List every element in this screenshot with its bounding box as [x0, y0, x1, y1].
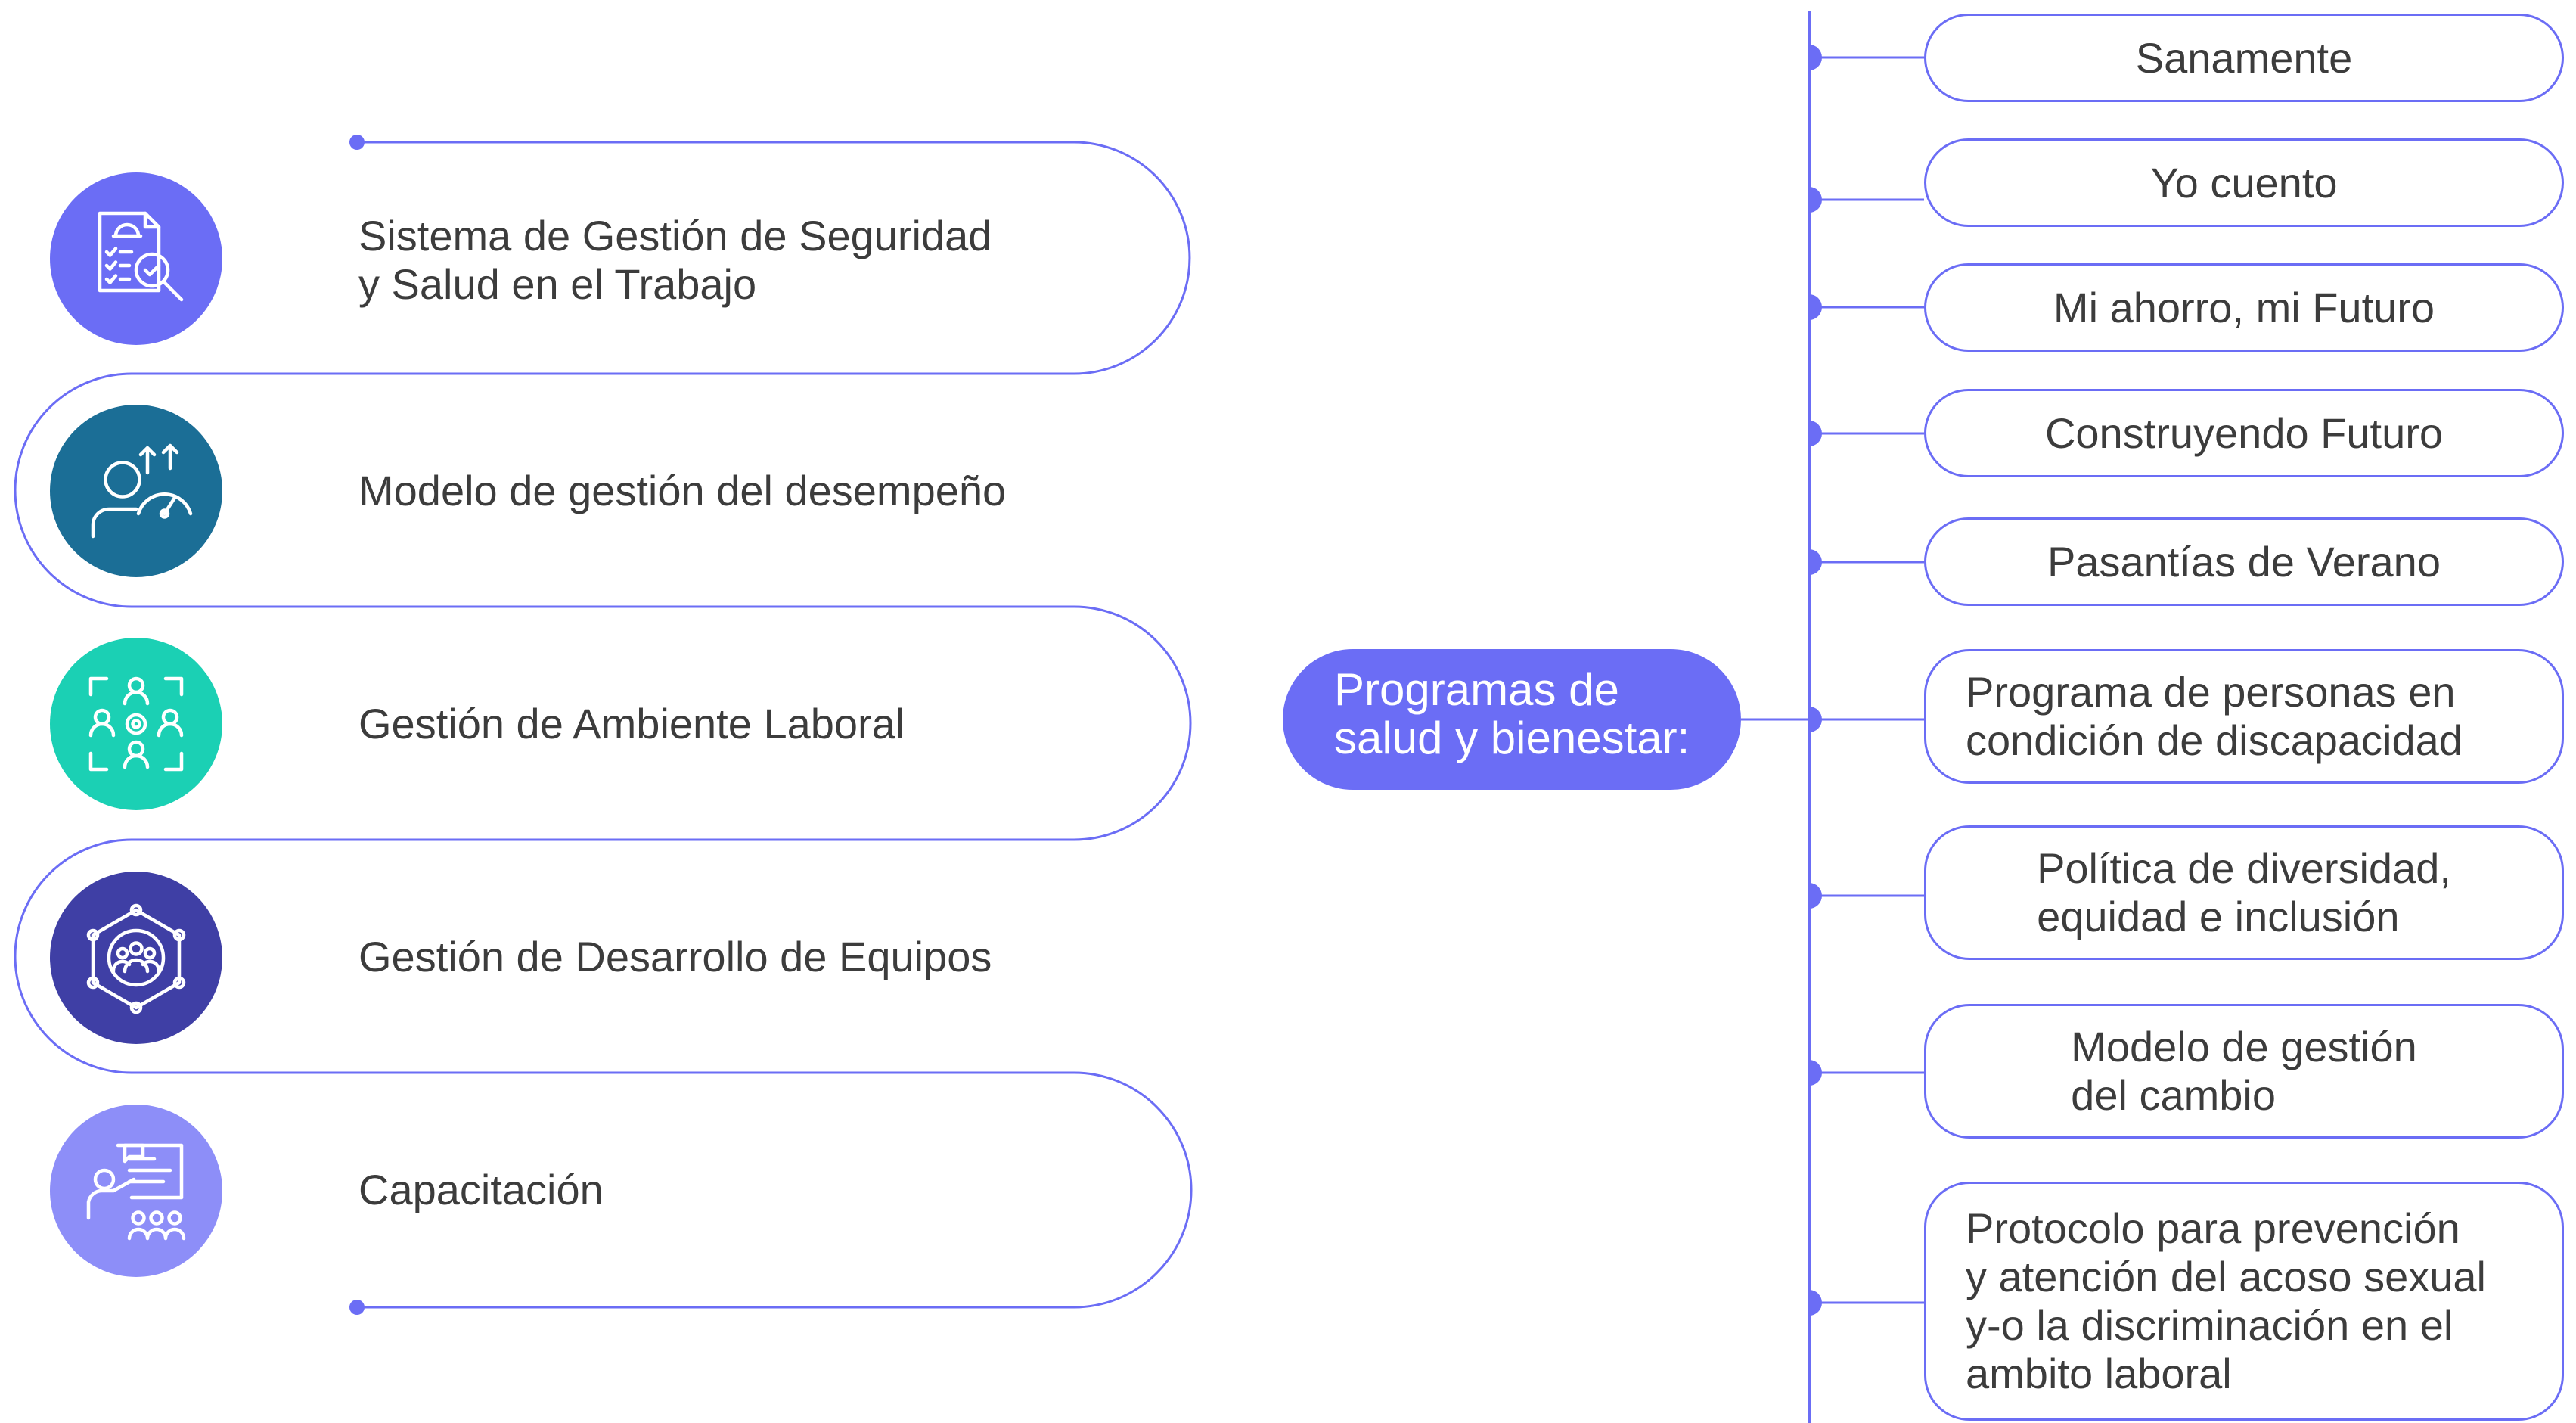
program-box: Protocolo para prevención y atención del…	[1924, 1182, 2564, 1421]
serpentine-start-dot	[349, 135, 365, 150]
program-label: Modelo de gestión del cambio	[2071, 1023, 2417, 1119]
program-label: Construyendo Futuro	[2044, 409, 2444, 457]
program-label: Mi ahorro, mi Futuro	[2053, 283, 2435, 331]
program-label: Protocolo para prevención y atención del…	[1966, 1204, 2486, 1397]
program-label: Yo cuento	[2150, 158, 2338, 207]
program-label: Sanamente	[2135, 33, 2353, 82]
program-box: Construyendo Futuro	[1924, 389, 2564, 477]
program-box: Yo cuento	[1924, 138, 2564, 227]
left-item-label: Gestión de Ambiente Laboral	[358, 700, 905, 747]
performance-gauge-person-icon	[50, 405, 222, 577]
program-box: Política de diversidad, equidad e inclus…	[1924, 825, 2564, 960]
team-gear-environment-icon	[50, 638, 222, 810]
left-item-label: Gestión de Desarrollo de Equipos	[358, 933, 992, 980]
serpentine-end-dot	[349, 1300, 365, 1315]
program-box: Sanamente	[1924, 14, 2564, 102]
trainer-presentation-icon	[50, 1105, 222, 1277]
left-item-label: Capacitación	[358, 1166, 604, 1213]
program-box: Mi ahorro, mi Futuro	[1924, 263, 2564, 352]
program-box: Pasantías de Verano	[1924, 517, 2564, 606]
center-hub-label: Programas de salud y bienestar:	[1283, 649, 1741, 790]
program-label: Programa de personas en condición de dis…	[1966, 668, 2463, 764]
program-branches	[1809, 45, 1924, 1316]
team-network-development-icon	[50, 872, 222, 1044]
safety-document-inspection-icon	[50, 172, 222, 345]
program-box: Programa de personas en condición de dis…	[1924, 649, 2564, 784]
left-item-label: Modelo de gestión del desempeño	[358, 467, 1007, 514]
left-item-label: Sistema de Gestión de Seguridad y Salud …	[358, 212, 992, 308]
program-box: Modelo de gestión del cambio	[1924, 1004, 2564, 1139]
serpentine-line	[14, 141, 1193, 1309]
program-label: Pasantías de Verano	[2047, 537, 2441, 586]
program-label: Política de diversidad, equidad e inclus…	[2037, 844, 2451, 940]
